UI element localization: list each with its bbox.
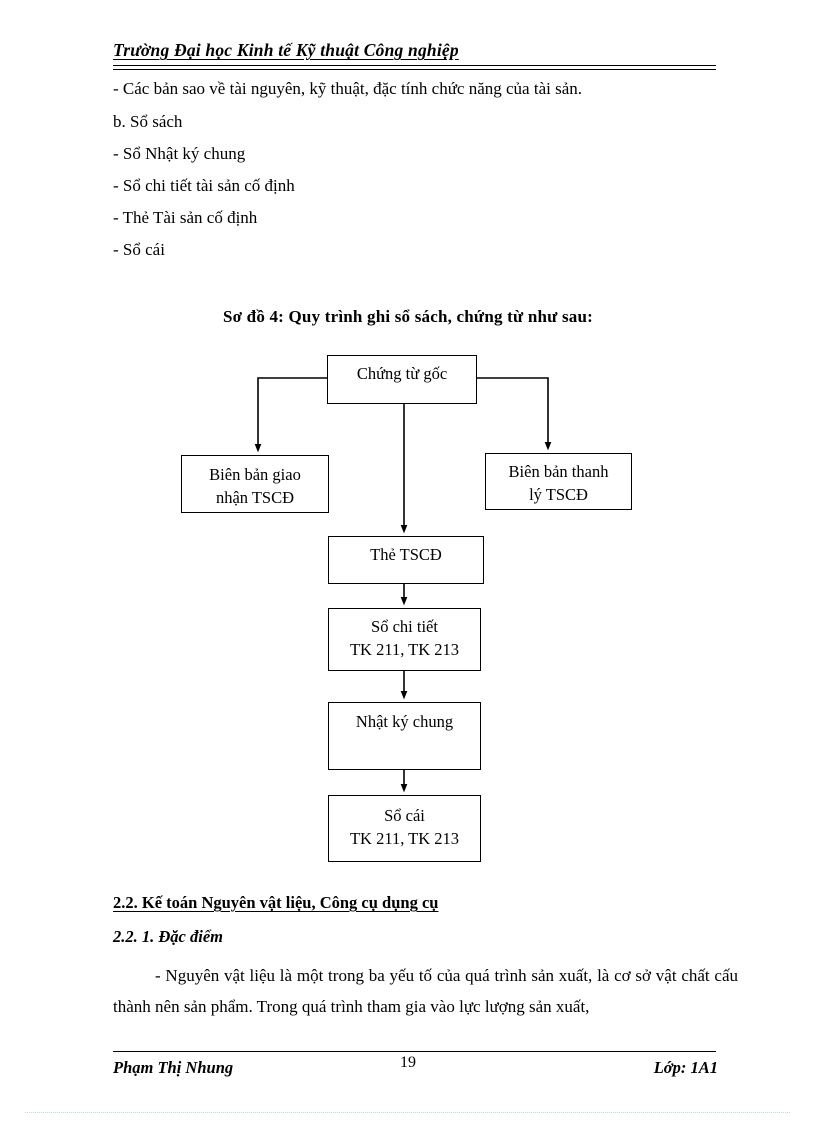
section-heading-main: 2.2. Kế toán Nguyên vật liệu, Công cụ dụ… (113, 893, 439, 912)
header-divider-top (113, 65, 716, 66)
diagram-title: Sơ đồ 4: Quy trình ghi sổ sách, chứng từ… (222, 307, 594, 326)
flow-node-line: nhận TSCĐ (215, 488, 295, 507)
body-line-detail-ledger: - Sổ chi tiết tài sản cố định (113, 176, 295, 195)
flow-node-so-cai: Sổ cái TK 211, TK 213 (328, 795, 481, 862)
flow-node-line: Sổ cái (384, 806, 425, 825)
footer-divider (113, 1051, 716, 1052)
footer-page-number: 19 (400, 1054, 416, 1071)
page-header: Trường Đại học Kinh tế Kỹ thuật Công ngh… (113, 40, 713, 61)
flow-node-line: Sổ chi tiết (371, 617, 438, 636)
connector-to-bien-ban-giao-nhan (254, 377, 327, 453)
flow-node-line: Chứng từ gốc (356, 364, 448, 383)
flow-node-nhat-ky-chung: Nhật ký chung (328, 702, 481, 770)
section-paragraph: - Nguyên vật liệu là một trong ba yếu tố… (113, 966, 738, 1016)
flow-node-line: Nhật ký chung (355, 712, 454, 731)
page-bottom-dotted-rule (25, 1112, 790, 1113)
flow-node-so-chi-tiet: Sổ chi tiết TK 211, TK 213 (328, 608, 481, 671)
flow-node-line: Biên bản thanh (508, 462, 609, 481)
body-line-books-heading: b. Sổ sách (113, 112, 183, 131)
body-line-general-ledger: - Sổ cái (113, 240, 165, 259)
flow-node-line: TK 211, TK 213 (349, 829, 460, 848)
body-line-asset-copies: - Các bản sao về tài nguyên, kỹ thuật, đ… (113, 79, 583, 98)
flow-node-bien-ban-giao-nhan: Biên bản giao nhận TSCĐ (181, 455, 329, 513)
header-title: Trường Đại học Kinh tế Kỹ thuật Công ngh… (113, 40, 459, 60)
footer-class: Lớp: 1A1 (653, 1058, 718, 1077)
header-divider-bottom (113, 69, 716, 70)
flow-node-chung-tu-goc: Chứng từ gốc (327, 355, 477, 404)
section-heading-sub: 2.2. 1. Đặc điểm (113, 927, 223, 946)
flow-node-line: lý TSCĐ (529, 485, 588, 504)
flow-node-bien-ban-thanh-ly: Biên bản thanh lý TSCĐ (485, 453, 632, 510)
flow-node-line: Biên bản giao (209, 465, 301, 484)
connector-to-bien-ban-thanh-ly (477, 377, 552, 451)
body-line-asset-card: - Thẻ Tài sản cố định (113, 208, 258, 227)
flow-node-line: TK 211, TK 213 (349, 640, 460, 659)
body-line-general-journal: - Sổ Nhật ký chung (113, 144, 246, 163)
flow-node-line: Thẻ TSCĐ (370, 545, 442, 564)
footer-author: Phạm Thị Nhung (113, 1058, 234, 1077)
flow-node-the-tscd: Thẻ TSCĐ (328, 536, 484, 584)
